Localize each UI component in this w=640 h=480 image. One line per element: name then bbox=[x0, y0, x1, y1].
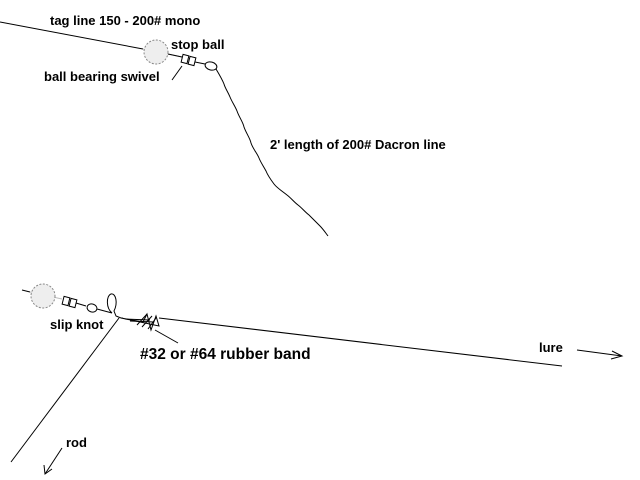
incoming-line bbox=[21, 289, 31, 293]
rubber-band-pointer bbox=[154, 329, 179, 344]
dacron-line-label: 2' length of 200# Dacron line bbox=[270, 137, 446, 152]
lure-arrowhead bbox=[610, 350, 624, 360]
line-to-lure bbox=[158, 317, 563, 367]
tag-line-label: tag line 150 - 200# mono bbox=[50, 13, 201, 28]
stop-ball bbox=[143, 39, 169, 65]
line-to-knot bbox=[96, 308, 113, 314]
bottom-stop-ball bbox=[30, 283, 56, 309]
bottom-rig bbox=[10, 283, 624, 475]
lure-label: lure bbox=[539, 340, 563, 355]
tag-line bbox=[0, 21, 144, 50]
rubber-band bbox=[120, 312, 160, 332]
tag-line-to-swivel bbox=[167, 53, 183, 58]
swivel-pointer bbox=[171, 65, 183, 81]
rod-arrow bbox=[44, 447, 63, 475]
ball-bearing-swivel-label: ball bearing swivel bbox=[44, 69, 160, 84]
rod-arrowhead bbox=[43, 464, 53, 475]
top-rig bbox=[0, 21, 329, 237]
ball-bearing-swivel bbox=[180, 53, 218, 71]
rod-line bbox=[10, 317, 120, 463]
slip-knot bbox=[106, 293, 122, 319]
slip-knot-label: slip knot bbox=[50, 317, 104, 332]
lure-arrow bbox=[576, 349, 623, 357]
dacron-line bbox=[215, 68, 329, 237]
rod-label: rod bbox=[66, 435, 87, 450]
rubber-band-label: #32 or #64 rubber band bbox=[140, 346, 311, 363]
stop-ball-label: stop ball bbox=[171, 37, 225, 52]
bottom-swivel bbox=[61, 295, 98, 313]
